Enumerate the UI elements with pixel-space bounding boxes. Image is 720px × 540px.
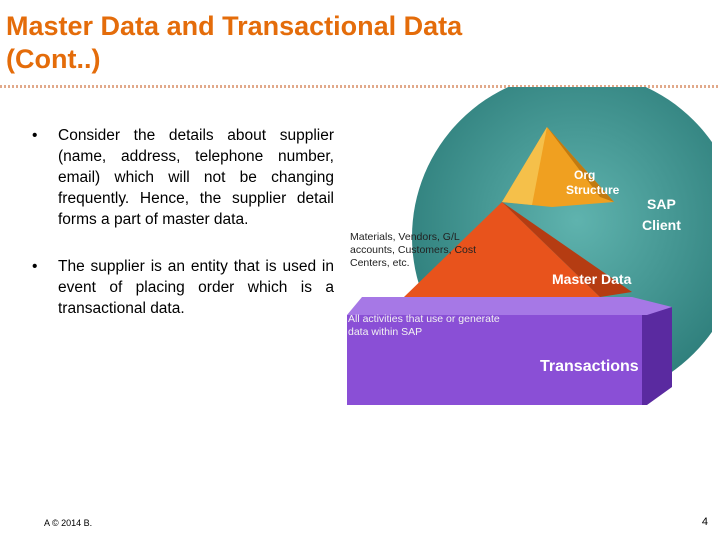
bullet-text: The supplier is an entity that is used i… <box>58 258 334 317</box>
master-layer-side <box>502 202 632 297</box>
sap-label-line1: SAP <box>647 196 676 212</box>
org-label-line2: Structure <box>566 183 620 197</box>
bullet-item-1: • Consider the details about supplier (n… <box>30 125 334 230</box>
master-desc-line2: accounts, Customers, Cost <box>350 244 476 256</box>
master-desc-line1: Materials, Vendors, G/L <box>350 231 460 243</box>
org-label-line1: Org <box>574 168 595 182</box>
trans-desc-line2: data within SAP <box>348 326 422 338</box>
sap-label-line2: Client <box>642 217 681 233</box>
master-desc-line3: Centers, etc. <box>350 257 410 269</box>
sap-pyramid-diagram: Org Structure SAP Client Master Data Tra… <box>347 87 712 405</box>
bullet-item-2: • The supplier is an entity that is used… <box>30 256 334 319</box>
bullet-list: • Consider the details about supplier (n… <box>30 125 334 345</box>
transactions-layer-front <box>347 315 642 405</box>
trans-desc-line1: All activities that use or generate <box>348 313 500 325</box>
master-layer-front <box>404 202 600 297</box>
bullet-text: Consider the details about supplier (nam… <box>58 127 334 228</box>
master-data-label: Master Data <box>552 271 632 287</box>
transactions-label: Transactions <box>540 358 639 375</box>
bullet-marker: • <box>32 258 38 275</box>
title-divider <box>0 85 720 88</box>
org-layer-side <box>547 127 614 202</box>
transactions-layer-top <box>347 297 672 315</box>
footer-copyright: A © 2014 B. <box>44 518 93 528</box>
page-number: 4 <box>701 516 708 528</box>
slide-title: Master Data and Transactional Data (Cont… <box>6 11 463 74</box>
org-layer-left <box>502 127 547 205</box>
bullet-marker: • <box>32 127 38 144</box>
